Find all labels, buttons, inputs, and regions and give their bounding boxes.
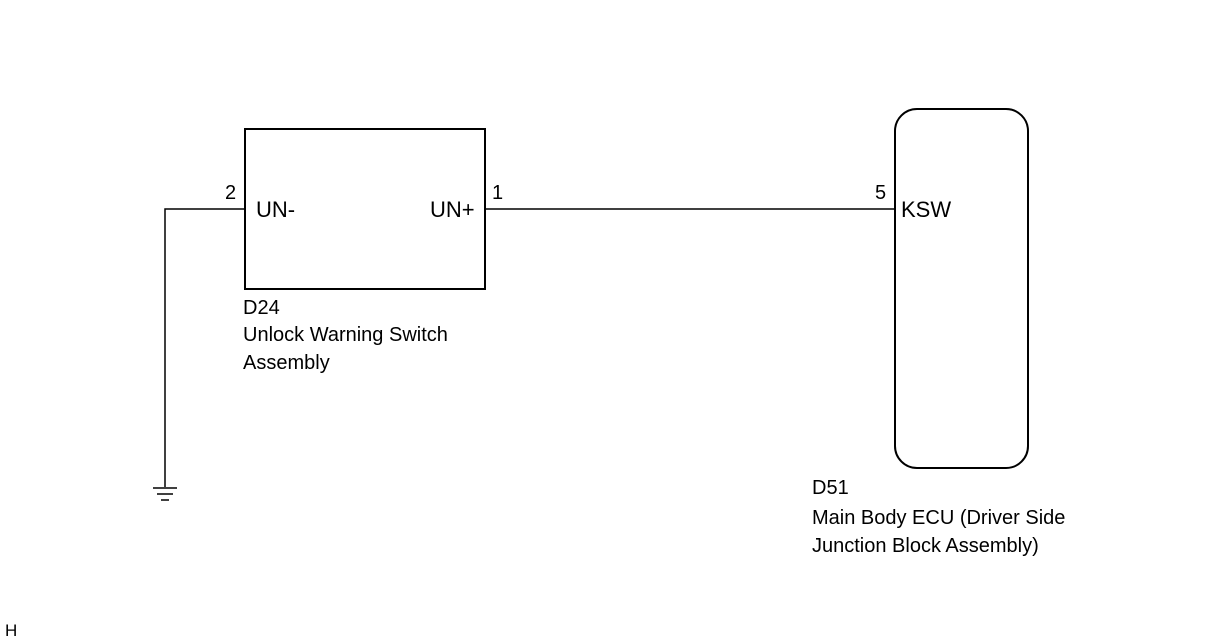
ecu-box [894, 108, 1029, 469]
ecu-pin-label: KSW [901, 197, 951, 222]
ground-icon [153, 487, 177, 501]
wire-un-minus-to-ground [164, 208, 245, 487]
footer-mark: H [5, 621, 17, 640]
switch-pin-right-number: 1 [492, 182, 503, 204]
switch-code: D24 [243, 297, 280, 319]
switch-name-line1: Unlock Warning Switch [243, 324, 448, 346]
ecu-code: D51 [812, 477, 849, 499]
switch-pin-left-number: 2 [225, 182, 236, 204]
ecu-name-line2: Junction Block Assembly) [812, 535, 1039, 557]
switch-pin-left-label: UN- [256, 197, 295, 222]
ecu-name-line1: Main Body ECU (Driver Side [812, 507, 1065, 529]
switch-name-line2: Assembly [243, 352, 330, 374]
switch-pin-right-label: UN+ [430, 197, 475, 222]
ecu-pin-number: 5 [875, 182, 886, 204]
